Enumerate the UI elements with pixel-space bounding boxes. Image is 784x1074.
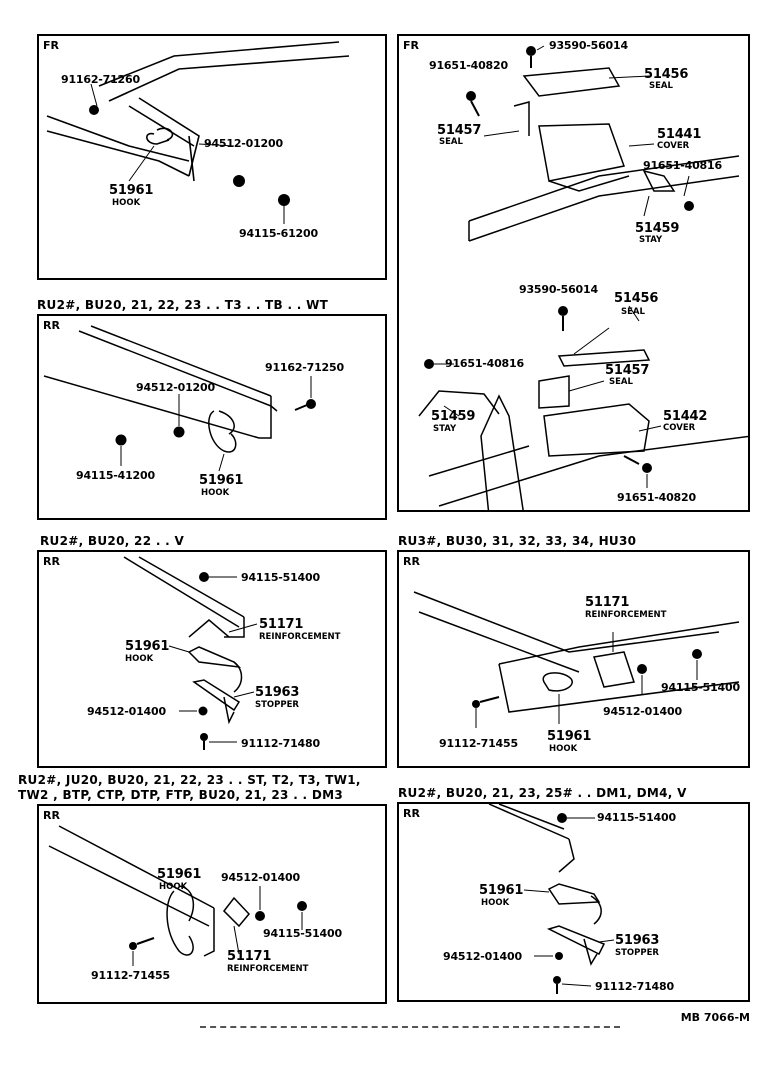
panel-rr-stopper: RR 94115-51400 51171 REINFORCEMENT 51961… bbox=[37, 550, 387, 768]
part-number: 91112-71480 bbox=[595, 980, 674, 993]
panel-fr-hook: FR 91162-71260 94512-01200 51961 HOOK 94… bbox=[37, 34, 387, 280]
applicability-caption: RU2#, BU20, 21, 22, 23 . . T3 . . TB . .… bbox=[37, 298, 329, 312]
part-name: HOOK bbox=[112, 198, 141, 208]
part-name: HOOK bbox=[481, 898, 510, 908]
part-number: 93590-56014 bbox=[519, 283, 598, 296]
fr-hook-drawing bbox=[46, 41, 350, 224]
part-name: SEAL bbox=[439, 137, 463, 147]
part-number: 51963 bbox=[255, 685, 300, 700]
part-number: 91162-71250 bbox=[265, 361, 344, 374]
part-number: 51961 bbox=[157, 867, 202, 882]
part-name: STOPPER bbox=[255, 700, 299, 710]
part-name: STOPPER bbox=[615, 948, 659, 958]
part-name: STAY bbox=[433, 424, 457, 434]
part-number: 94512-01400 bbox=[443, 950, 522, 963]
part-number: 51961 bbox=[479, 883, 524, 898]
part-number: 94512-01200 bbox=[204, 137, 283, 150]
part-number: 51171 bbox=[585, 595, 630, 610]
panel-fr-cover: FR 93590-56014 91651-40820 51456 SEAL 51… bbox=[397, 34, 750, 512]
part-number: 94115-51400 bbox=[661, 681, 740, 694]
part-number: 94115-61200 bbox=[239, 227, 318, 240]
part-number: 91112-71455 bbox=[91, 969, 170, 982]
part-number: 51459 bbox=[431, 409, 476, 424]
part-name: SEAL bbox=[621, 307, 645, 317]
part-number: 91112-71480 bbox=[241, 737, 320, 750]
part-number: 91162-71260 bbox=[61, 73, 140, 86]
part-name: REINFORCEMENT bbox=[227, 964, 309, 974]
rr-reinforcement-a-drawing bbox=[413, 591, 740, 728]
applicability-caption: RU2#, JU20, BU20, 21, 22, 23 . . ST, T2,… bbox=[18, 773, 361, 787]
applicability-caption: RU3#, BU30, 31, 32, 33, 34, HU30 bbox=[398, 534, 637, 548]
part-number: 94512-01200 bbox=[136, 381, 215, 394]
part-name: SEAL bbox=[609, 377, 633, 387]
applicability-caption: TW2 , BTP, CTP, DTP, FTP, BU20, 21, 23 .… bbox=[18, 788, 344, 802]
applicability-caption: RU2#, BU20, 21, 23, 25# . . DM1, DM4, V bbox=[398, 786, 687, 800]
panel-tag: RR bbox=[43, 319, 60, 332]
rr-stopper-drawing bbox=[123, 556, 258, 750]
part-name: REINFORCEMENT bbox=[585, 610, 667, 620]
part-number: 94512-01400 bbox=[221, 871, 300, 884]
part-number: 51961 bbox=[109, 183, 154, 198]
part-name: HOOK bbox=[201, 488, 230, 498]
part-number: 94512-01400 bbox=[603, 705, 682, 718]
part-number: 94115-41200 bbox=[76, 469, 155, 482]
part-number: 51171 bbox=[227, 949, 272, 964]
part-name: COVER bbox=[663, 423, 696, 433]
part-number: 51457 bbox=[605, 363, 650, 378]
applicability-caption: RU2#, BU20, 22 . . V bbox=[40, 534, 185, 548]
part-number: 91651-40820 bbox=[617, 491, 696, 504]
part-number: 51456 bbox=[644, 67, 689, 82]
part-number: 94115-51400 bbox=[597, 811, 676, 824]
panel-tag: RR bbox=[43, 555, 60, 568]
rr-stopper-b-drawing bbox=[488, 804, 615, 994]
fr-cover-drawing bbox=[418, 45, 748, 510]
part-number: 51459 bbox=[635, 221, 680, 236]
part-number: 91651-40820 bbox=[429, 59, 508, 72]
part-number: 51171 bbox=[259, 617, 304, 632]
panel-rr-reinforcement-a: RR 51171 REINFORCEMENT 94115-51400 94512… bbox=[397, 550, 750, 768]
rr-reinforcement-b-drawing bbox=[48, 825, 307, 966]
panel-tag: RR bbox=[403, 555, 420, 568]
part-name: HOOK bbox=[549, 744, 578, 754]
part-number: 51963 bbox=[615, 933, 660, 948]
part-number: 91651-40816 bbox=[643, 159, 722, 172]
part-number: 51457 bbox=[437, 123, 482, 138]
part-number: 91112-71455 bbox=[439, 737, 518, 750]
panel-tag: FR bbox=[43, 39, 59, 52]
figure-reference: MB 7066-M bbox=[680, 1011, 750, 1024]
part-number: 51442 bbox=[663, 409, 708, 424]
rr-hook-a-drawing bbox=[43, 325, 316, 472]
part-name: COVER bbox=[657, 141, 690, 151]
panel-rr-reinforcement-b: RR 51961 HOOK 94512-01400 94115-51400 91… bbox=[37, 804, 387, 1004]
panel-rr-hook-a: RR 91162-71250 94512-01200 94115-41200 5… bbox=[37, 314, 387, 520]
panel-tag: RR bbox=[403, 807, 420, 820]
part-name: STAY bbox=[639, 235, 663, 245]
part-name: HOOK bbox=[159, 882, 188, 892]
part-number: 94512-01400 bbox=[87, 705, 166, 718]
part-number: 94115-51400 bbox=[263, 927, 342, 940]
part-name: REINFORCEMENT bbox=[259, 632, 341, 642]
part-number: 93590-56014 bbox=[549, 39, 628, 52]
part-name: HOOK bbox=[125, 654, 154, 664]
part-number: 51961 bbox=[199, 473, 244, 488]
panel-tag: FR bbox=[403, 39, 419, 52]
part-number: 51456 bbox=[614, 291, 659, 306]
footer-dashed-rule bbox=[200, 1026, 620, 1028]
part-number: 94115-51400 bbox=[241, 571, 320, 584]
part-number: 51961 bbox=[125, 639, 170, 654]
panel-tag: RR bbox=[43, 809, 60, 822]
part-name: SEAL bbox=[649, 81, 673, 91]
part-number: 51441 bbox=[657, 127, 702, 142]
part-number: 91651-40816 bbox=[445, 357, 524, 370]
panel-rr-stopper-b: RR 94115-51400 51961 HOOK 51963 STOPPER … bbox=[397, 802, 750, 1002]
part-number: 51961 bbox=[547, 729, 592, 744]
